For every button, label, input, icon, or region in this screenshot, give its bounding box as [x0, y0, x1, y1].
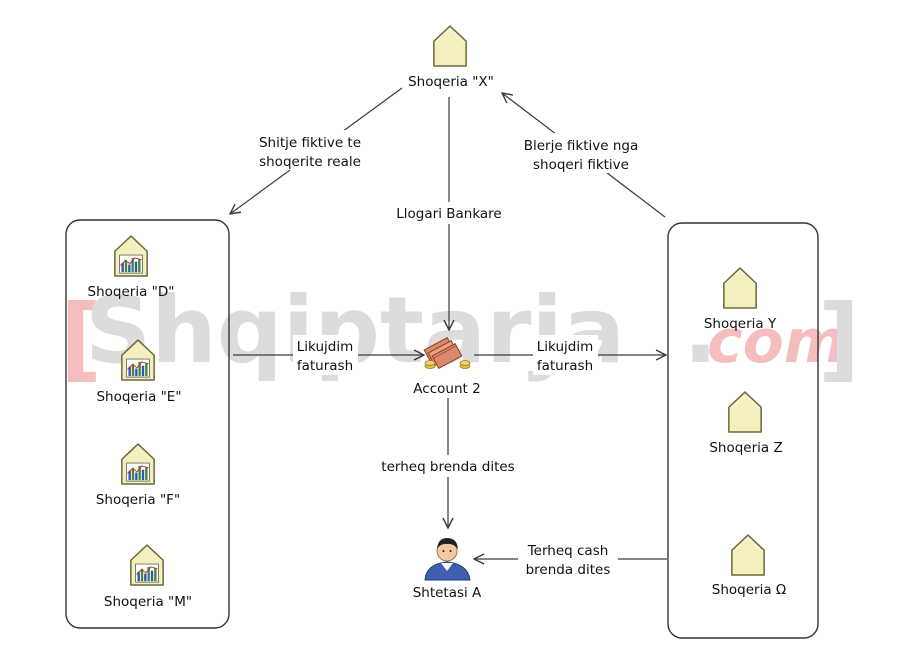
house-icon	[731, 534, 765, 576]
watermark-right-bracket: ]	[818, 285, 860, 392]
house-icon	[433, 25, 467, 67]
node-label: Shtetasi A	[413, 585, 482, 601]
house-chart-icon	[114, 235, 148, 277]
node-shoqeria-m: Shoqeria "M"	[104, 544, 192, 610]
node-shoqeria-z: Shoqeria Z	[709, 391, 783, 456]
node-shoqeria-d: Shoqeria "D"	[88, 235, 175, 300]
edge-label-fictive-sales-2: shoqerite reale	[259, 154, 361, 170]
edge-label-cash-withdrawal-1: Terheq cash	[527, 543, 609, 559]
node-label: Shoqeria "E"	[96, 389, 181, 405]
node-label: Shoqeria "F"	[96, 492, 180, 508]
watermark-dot: .	[683, 277, 718, 384]
watermark-left-bracket: [	[60, 285, 102, 392]
node-label: Shoqeria "M"	[104, 594, 192, 610]
house-chart-icon	[130, 544, 164, 586]
left-company-group	[65, 219, 230, 629]
edge-label-fictive-sales-1: Shitje fiktive te	[259, 135, 361, 151]
node-shoqeria-f: Shoqeria "F"	[96, 443, 180, 508]
node-shoqeria-e: Shoqeria "E"	[96, 339, 182, 405]
node-label: Shoqeria Z	[709, 440, 782, 456]
node-label: Shoqeria Ω	[712, 582, 786, 598]
edge-label-daily-withdrawal: terheq brenda dites	[381, 459, 514, 475]
node-account: Account 2	[413, 337, 481, 397]
edge-label-left-settlement-2: faturash	[297, 358, 353, 374]
node-shoqeria-omega: Shoqeria Ω	[712, 534, 786, 598]
person-icon	[424, 538, 471, 581]
edge-label-right-settlement-1: Likujdim	[537, 339, 593, 355]
node-label: Shoqeria "D"	[88, 284, 175, 300]
edge-label-left-settlement-1: Likujdim	[297, 339, 353, 355]
edge-label-fictive-purchases-2: shoqeri fiktive	[533, 157, 629, 173]
house-chart-icon	[121, 443, 155, 485]
right-company-group	[667, 222, 819, 639]
node-shoqeria-y: Shoqeria Y	[704, 267, 777, 332]
node-label: Account 2	[413, 381, 480, 397]
house-icon	[728, 391, 762, 433]
node-shoqeria-x: Shoqeria "X"	[408, 25, 494, 90]
watermark-com: com	[707, 307, 846, 377]
edge-label-bank-account: Llogari Bankare	[396, 206, 501, 222]
edge-label-right-settlement-2: faturash	[537, 358, 593, 374]
house-icon	[723, 267, 757, 309]
edge-label-cash-withdrawal-2: brenda dites	[526, 562, 611, 578]
watermark: [ Shqiptarja . com ]	[60, 277, 860, 392]
node-label: Shoqeria Y	[704, 316, 777, 332]
node-shtetasi: Shtetasi A	[413, 538, 482, 601]
edge-label-fictive-purchases-1: Blerje fiktive nga	[524, 138, 639, 154]
money-icon	[423, 337, 471, 369]
node-label: Shoqeria "X"	[408, 74, 494, 90]
